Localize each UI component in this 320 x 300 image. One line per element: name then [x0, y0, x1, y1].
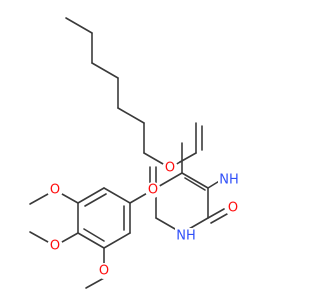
atom-label: O [50, 239, 60, 254]
bond [83, 228, 105, 242]
bond [77, 232, 105, 249]
bond [155, 172, 183, 189]
bond [61, 193, 79, 204]
atom-backdrop [225, 200, 241, 216]
bond [103, 187, 131, 204]
molecule-structure-diagram: O O NH O NH O O O [29, 17, 241, 289]
bond-group [65, 17, 203, 184]
bond [84, 193, 107, 207]
bond [117, 107, 145, 124]
atom-o-urea: O [225, 200, 241, 216]
atom-backdrop [47, 182, 63, 198]
atom-label-group: O O NH O NH O O O [47, 160, 241, 279]
atom-label: NH [219, 173, 239, 188]
atom-label: O [50, 183, 60, 198]
atom-o-ester-carbonyl: O [145, 182, 161, 198]
atom-label: O [99, 264, 109, 279]
bond [29, 193, 49, 205]
atom-backdrop [218, 172, 240, 188]
bond [210, 213, 228, 224]
bond [65, 17, 93, 34]
atom-nh-lower: NH [175, 228, 197, 244]
atom-o-methoxy-top: O [47, 182, 63, 198]
atom-label: O [165, 161, 175, 176]
bond [29, 231, 49, 243]
atom-backdrop [96, 263, 112, 279]
atom-label: O [148, 183, 158, 198]
atom-backdrop [145, 182, 161, 198]
atom-backdrop [162, 160, 178, 176]
bond [184, 177, 206, 191]
bond [91, 62, 119, 79]
bond [207, 208, 225, 219]
bond [103, 232, 131, 249]
atom-o-methoxy-mid: O [47, 238, 63, 254]
bond [181, 172, 209, 189]
atom-backdrop [175, 228, 197, 244]
atom-label: O [228, 201, 238, 216]
bond [61, 232, 79, 243]
atom-o-ester-single: O [162, 160, 178, 176]
bond-group [155, 142, 228, 234]
bond [77, 187, 105, 204]
atom-label: NH [176, 229, 196, 244]
atom-o-methoxy-bottom: O [96, 263, 112, 279]
bond [85, 277, 105, 289]
atom-backdrop [47, 238, 63, 254]
atom-nh-upper: NH [218, 172, 240, 188]
